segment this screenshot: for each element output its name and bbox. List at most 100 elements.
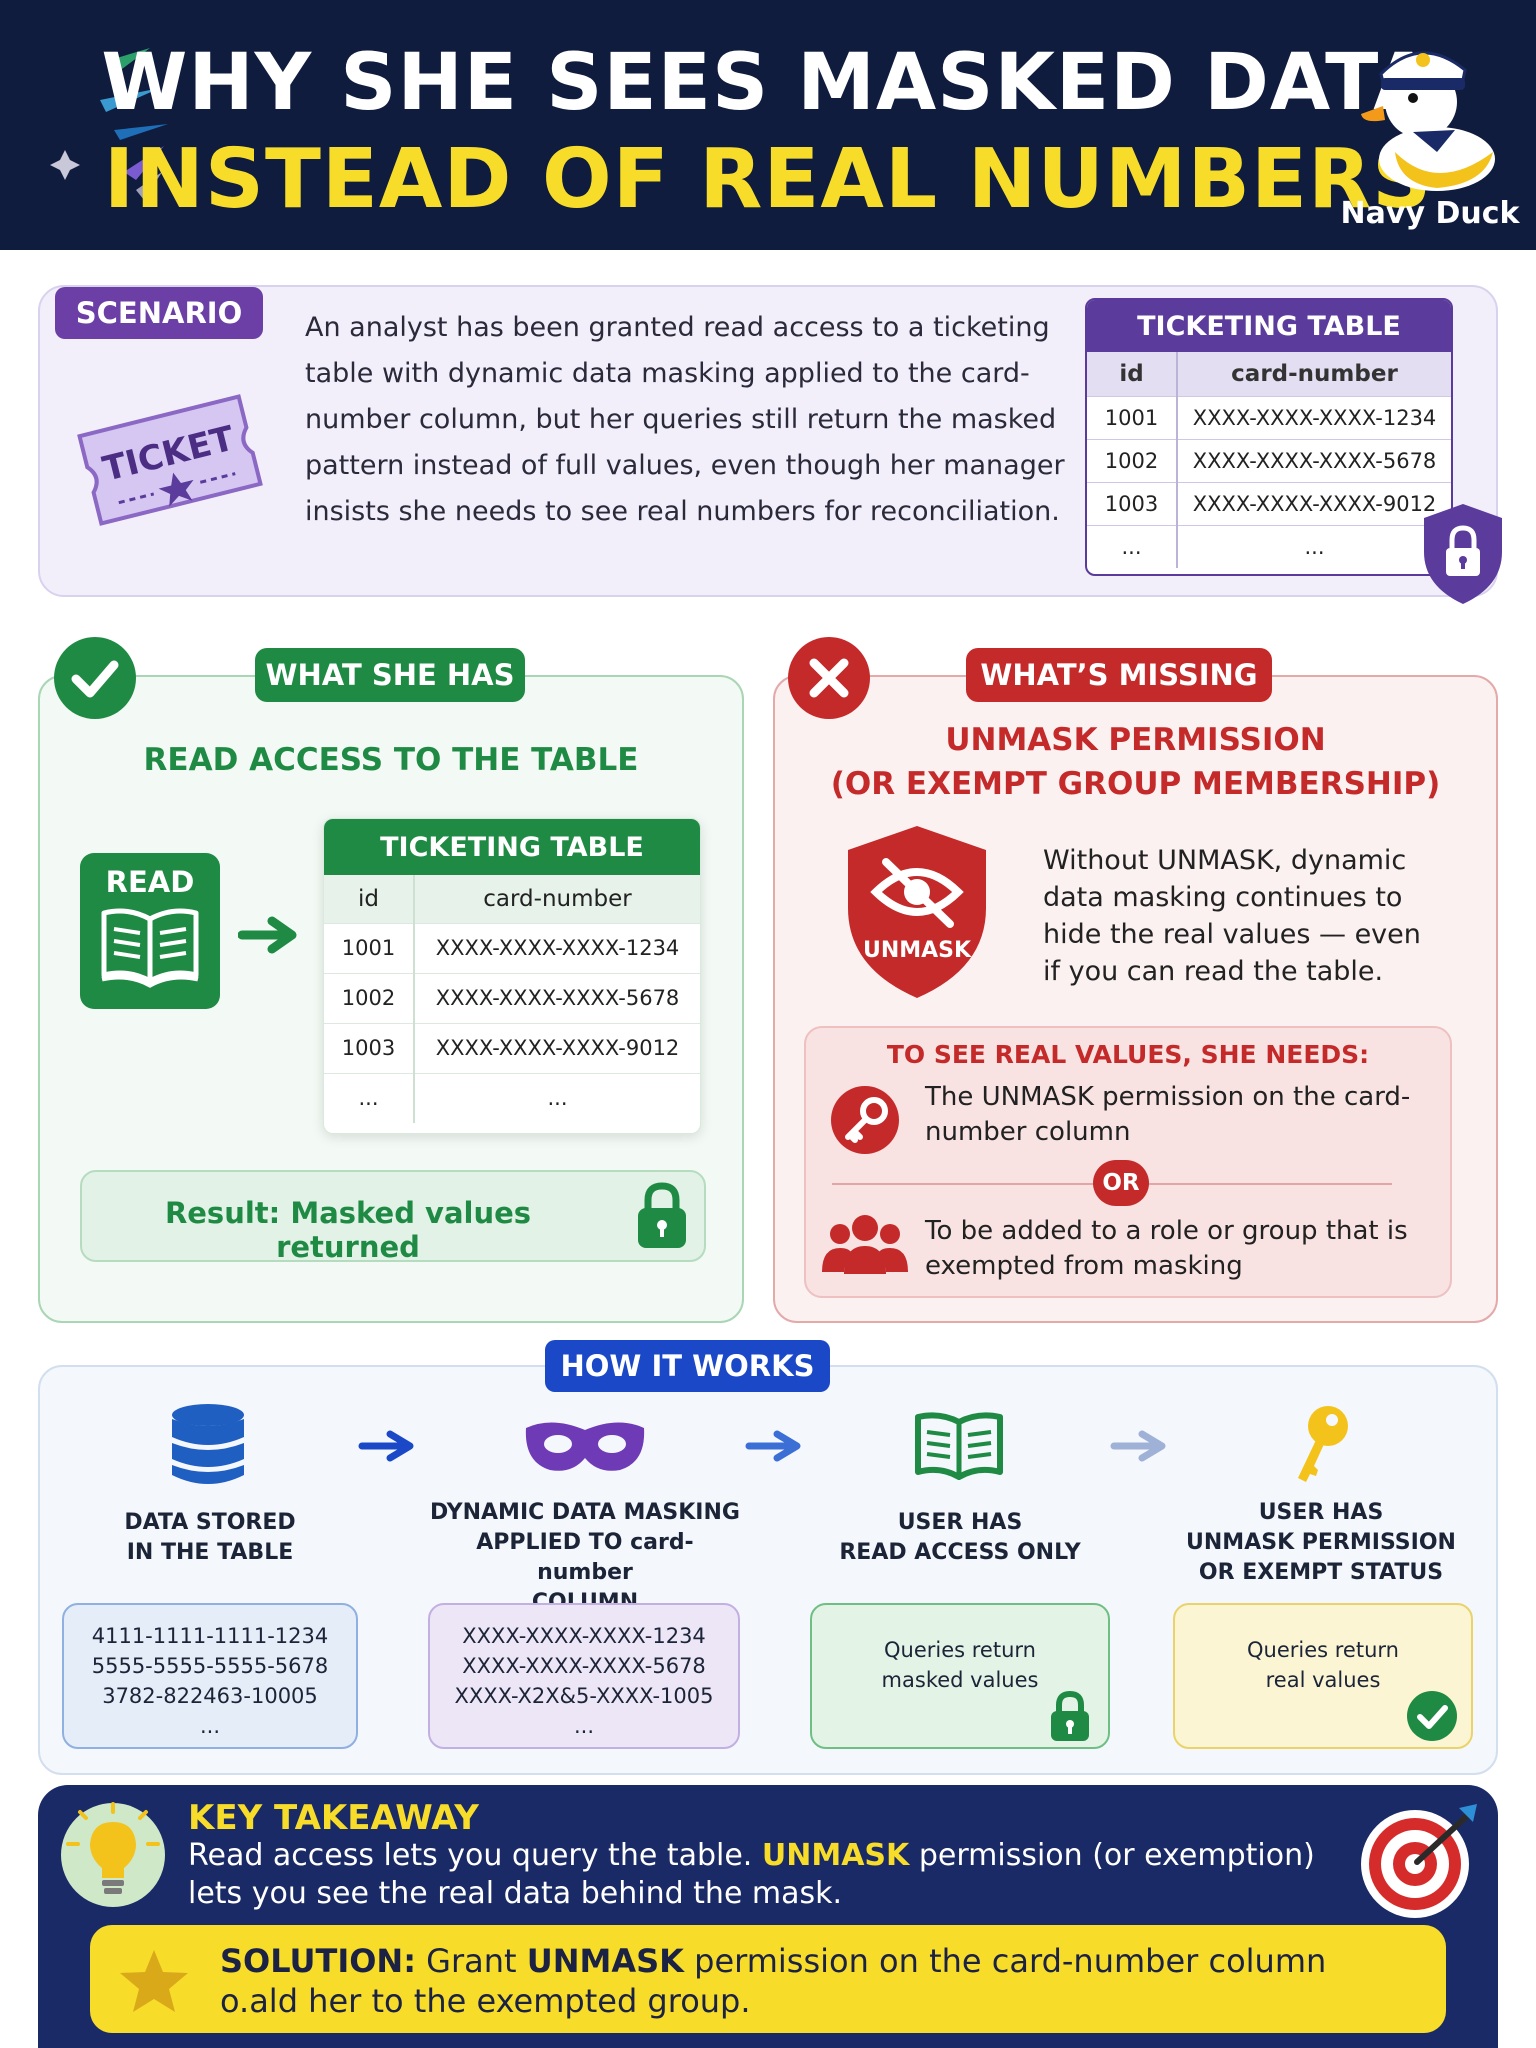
database-icon xyxy=(172,1404,244,1484)
solution-box xyxy=(90,1925,1446,2033)
cell-card-number: XXXX-XXXX-XXXX-9012 xyxy=(1177,481,1451,525)
cell-card-number: ... xyxy=(414,1072,700,1123)
flow-arrow-icon xyxy=(1110,1430,1166,1462)
column-header-id: id xyxy=(1087,352,1178,396)
key-takeaway-title: KEY TAKEAWAY xyxy=(188,1798,479,1838)
what-she-has-tag: WHAT SHE HAS xyxy=(255,648,525,702)
what-she-has-subtitle: READ ACCESS TO THE TABLE xyxy=(143,742,639,778)
column-header-card-number: card-number xyxy=(414,875,700,923)
unmask-shield-icon: UNMASK xyxy=(848,826,986,998)
x-circle-icon xyxy=(788,637,870,719)
whats-missing-text: Without UNMASK, dynamic data masking con… xyxy=(1043,845,1421,987)
cell-card-number: XXXX-XXXX-XXXX-1234 xyxy=(414,922,700,973)
cell-id: 1001 xyxy=(1087,395,1178,439)
arrow-right-icon xyxy=(238,916,297,954)
flow-arrow-icon xyxy=(358,1430,414,1462)
result-text: Result: Masked values returned xyxy=(164,1196,532,1264)
key-icon xyxy=(831,1086,899,1154)
check-circle-icon xyxy=(1407,1691,1457,1741)
result-box xyxy=(80,1170,706,1262)
cell-id: 1002 xyxy=(1087,438,1178,482)
header-banner xyxy=(0,0,1536,250)
solution-text-line2: o.ald her to the exempted group. xyxy=(220,1982,751,2020)
whats-missing-subtitle-line2: (OR EXEMPT GROUP MEMBERSHIP) xyxy=(830,766,1441,802)
open-book-icon xyxy=(915,1412,1003,1480)
check-circle-icon xyxy=(54,637,136,719)
key-takeaway-text-part2: permission (or exemption) lets you see t… xyxy=(188,1838,1315,1911)
cell-id: ... xyxy=(1087,524,1178,568)
shield-label: UNMASK xyxy=(863,938,972,963)
table-caption: TICKETING TABLE xyxy=(1087,300,1451,352)
open-book-icon xyxy=(101,908,199,988)
whats-missing-subtitle-line1: UNMASK PERMISSION xyxy=(945,722,1326,758)
cell-card-number: ... xyxy=(1177,524,1451,568)
needs-title: TO SEE REAL VALUES, SHE NEEDS: xyxy=(886,1040,1370,1069)
star-icon xyxy=(120,1950,188,2012)
page-title-line2: INSTEAD OF REAL NUMBERS xyxy=(103,132,1433,227)
read-label: READ xyxy=(105,865,195,899)
column-header-id: id xyxy=(324,875,415,923)
cell-card-number: XXXX-XXXX-XXXX-9012 xyxy=(414,1022,700,1073)
navy-duck-logo-icon xyxy=(1361,51,1495,191)
solution-text-part2: permission on the card-number column xyxy=(683,1942,1327,1980)
column-header-card-number: card-number xyxy=(1177,352,1451,396)
key-icon xyxy=(1298,1406,1348,1482)
mask-icon xyxy=(525,1422,645,1471)
sparkle-decoration-icon xyxy=(50,48,168,200)
key-takeaway-text: Read access lets you query the table. UN… xyxy=(188,1837,1348,1913)
lock-icon xyxy=(638,1182,686,1248)
lightbulb-icon xyxy=(61,1802,165,1907)
need-unmask-permission: The UNMASK permission on the card-number… xyxy=(925,1082,1411,1147)
cell-card-number: XXXX-XXXX-XXXX-5678 xyxy=(414,972,700,1023)
cell-card-number: XXXX-XXXX-XXXX-5678 xyxy=(1177,438,1451,482)
solution-label: SOLUTION: xyxy=(220,1942,416,1980)
flow-arrow-icon xyxy=(745,1430,801,1462)
key-takeaway-text-part1: Read access lets you query the table. xyxy=(188,1838,762,1873)
scenario-text: An analyst has been granted read access … xyxy=(305,312,1065,527)
page-title-line1: WHY SHE SEES MASKED DATA xyxy=(101,38,1435,128)
need-exempt-group: To be added to a role or group that is e… xyxy=(925,1216,1408,1281)
cell-id: 1003 xyxy=(324,1022,415,1073)
key-takeaway-unmask-highlight: UNMASK xyxy=(761,1838,910,1873)
table-row: ...... xyxy=(1087,524,1451,568)
target-icon xyxy=(1361,1804,1477,1918)
table-row: ...... xyxy=(324,1072,700,1123)
how-it-works-tag: HOW IT WORKS xyxy=(545,1340,830,1392)
cell-id: ... xyxy=(324,1072,415,1123)
cell-id: 1001 xyxy=(324,922,415,973)
cell-id: 1003 xyxy=(1087,481,1178,525)
ticket-icon: TICKET xyxy=(77,394,263,526)
solution-text-part1: Grant xyxy=(416,1942,527,1980)
group-users-icon xyxy=(822,1215,908,1274)
scenario-tag: SCENARIO xyxy=(55,287,263,339)
brand-name: Navy Duck xyxy=(1340,196,1520,231)
lock-icon xyxy=(1051,1690,1089,1741)
cell-card-number: XXXX-XXXX-XXXX-1234 xyxy=(1177,395,1451,439)
table-caption: TICKETING TABLE xyxy=(324,819,700,875)
lock-shield-icon xyxy=(1424,504,1502,604)
or-badge: OR xyxy=(1093,1160,1149,1206)
whats-missing-tag: WHAT’S MISSING xyxy=(966,648,1272,702)
solution-unmask-highlight: UNMASK xyxy=(526,1942,684,1980)
solution-text: SOLUTION: Grant UNMASK permission on the… xyxy=(220,1941,1400,2021)
